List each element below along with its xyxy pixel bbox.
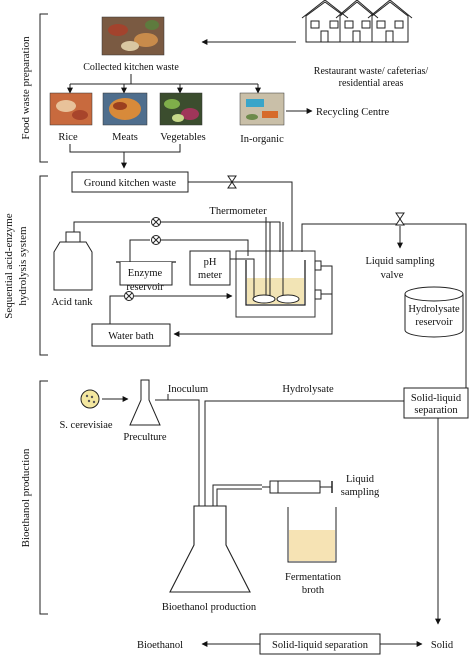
preculture-label: Preculture xyxy=(123,432,166,443)
enzyme-label-line2: reservoir xyxy=(126,282,164,293)
enzyme-reservoir-icon xyxy=(116,261,176,286)
food-section-label: Food waste preparation xyxy=(20,36,32,140)
bioethanol-section-bracket xyxy=(39,380,48,615)
separation1-line1: Solid-liquid xyxy=(411,393,462,404)
liquid-sampling-line2: sampling xyxy=(341,487,380,498)
enzyme-valve-icon xyxy=(151,235,161,245)
liquid-sampling-line1: Liquid xyxy=(346,474,375,485)
bioethanol-section-label: Bioethanol production xyxy=(20,448,32,547)
hydrolysate-line xyxy=(301,223,467,388)
sampling-valve-icon xyxy=(395,212,405,226)
separation2-label: Solid-liquid separation xyxy=(272,640,369,651)
meats-label: Meats xyxy=(112,132,138,143)
inorganic-label: In-organic xyxy=(240,134,284,145)
hydrolysate-label: Hydrolysate xyxy=(282,384,334,395)
ph-cable xyxy=(230,258,255,268)
fermentation-flask-icon xyxy=(169,505,251,593)
thermometer-label: Thermometer xyxy=(209,206,267,217)
feed-valve-icon xyxy=(227,175,237,189)
food-section-bracket xyxy=(39,13,48,163)
acid-valve-icon xyxy=(151,217,161,227)
sampling-label-line2: valve xyxy=(381,270,404,281)
ph-meter-box xyxy=(189,250,231,286)
meats-photo xyxy=(102,92,148,126)
inorganic-photo xyxy=(239,92,285,126)
feed-line xyxy=(188,181,295,257)
syringe-icon xyxy=(262,480,333,494)
ground-waste-label: Ground kitchen waste xyxy=(84,178,176,189)
broth-label-line2: broth xyxy=(302,585,325,596)
solid-label: Solid xyxy=(431,640,454,651)
broth-beaker-icon xyxy=(287,507,337,563)
production-label: Bioethanol production xyxy=(162,602,257,613)
source-label-line2: residential areas xyxy=(339,78,404,89)
sampling-label-line1: Liquid sampling xyxy=(365,256,435,267)
bath-return-arrow xyxy=(173,293,333,337)
preculture-flask-icon xyxy=(129,379,161,426)
bath-valve-icon xyxy=(124,291,134,301)
separation1-line2: separation xyxy=(414,405,458,416)
reactor-port-top xyxy=(314,260,322,271)
ph-meter-label-line2: meter xyxy=(198,270,222,281)
acid-line-b xyxy=(160,221,281,252)
reactor-port-bottom xyxy=(314,289,322,300)
inoculum-line xyxy=(155,394,199,560)
acid-tank-icon xyxy=(53,231,93,291)
inoculum-label: Inoculum xyxy=(168,384,208,395)
reactor-vessel xyxy=(245,260,306,306)
hydrolysate-reservoir-line2: reservoir xyxy=(415,317,453,328)
merge-line xyxy=(69,144,181,153)
separation-box-1 xyxy=(403,387,469,419)
vegetables-label: Vegetables xyxy=(160,132,205,143)
hydrolysis-section-label-line2: hydrolysis system xyxy=(17,226,29,306)
bioethanol-label: Bioethanol xyxy=(137,640,183,651)
reactor-port-link xyxy=(321,265,333,294)
bath-supply-a xyxy=(109,295,124,324)
yeast-icon xyxy=(80,389,100,409)
recycling-label: Recycling Centre xyxy=(316,107,390,118)
yeast-label: S. cerevisiae xyxy=(59,420,112,431)
ph-meter-label-line1: pH xyxy=(204,257,217,268)
vegetables-photo xyxy=(159,92,203,126)
enzyme-line-a xyxy=(129,239,150,262)
water-bath-label: Water bath xyxy=(108,331,154,342)
source-label-line1: Restaurant waste/ cafeterias/ xyxy=(314,66,429,77)
hydrolysis-section-bracket xyxy=(39,175,48,356)
broth-label-line1: Fermentation xyxy=(285,572,342,583)
acid-line-a xyxy=(73,221,150,232)
hydrolysate-reservoir-icon xyxy=(404,286,464,338)
impeller-right xyxy=(276,294,300,304)
collected-waste-photo xyxy=(101,16,165,56)
houses-icon xyxy=(301,0,413,43)
rice-label: Rice xyxy=(58,132,78,143)
enzyme-label-line1: Enzyme xyxy=(128,268,163,279)
hydrolysate-reservoir-line1: Hydrolysate xyxy=(408,304,460,315)
collected-label: Collected kitchen waste xyxy=(83,62,179,73)
hydrolysis-section-label-line1: Sequential acid-enzyme xyxy=(3,213,15,318)
enzyme-line-b xyxy=(160,239,249,256)
rice-photo xyxy=(49,92,93,126)
water-bath-box xyxy=(91,323,171,347)
acid-tank-label: Acid tank xyxy=(51,297,93,308)
impeller-left xyxy=(252,294,276,304)
